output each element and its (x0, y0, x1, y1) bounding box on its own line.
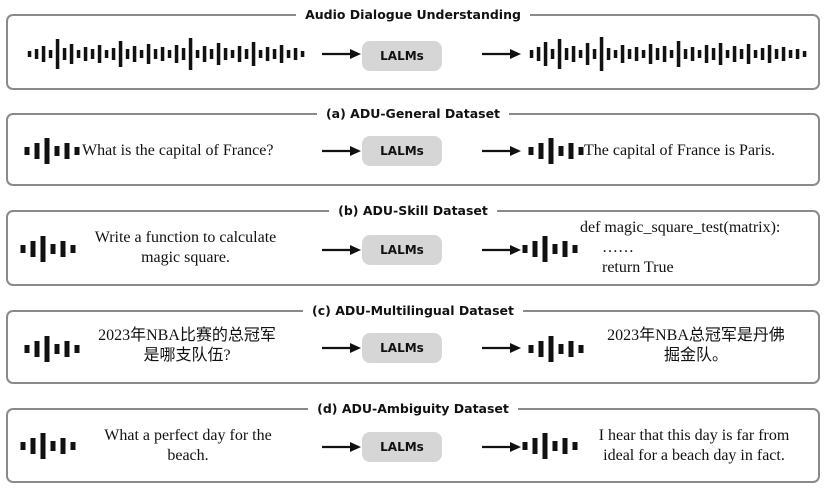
waveform-icon (20, 236, 76, 262)
output-line: ideal for a beach day in fact. (603, 447, 785, 464)
waveform-icon (24, 138, 80, 164)
output-code: def magic_square_test(matrix): …… return… (580, 218, 780, 278)
waveform-icon (27, 38, 305, 70)
arrow-right-icon (322, 442, 361, 452)
input-text: 2023年NBA比赛的总冠军 是哪支队伍? (82, 326, 292, 366)
waveform-icon (529, 37, 807, 71)
waveform-icon (24, 336, 80, 362)
input-line: magic square. (141, 249, 230, 266)
input-text: What a perfect day for the beach. (78, 426, 298, 466)
panel-adu-ambiguity: (d) ADU-Ambiguity Dataset What a perfect… (6, 401, 820, 483)
arrow-right-icon (482, 49, 521, 59)
lalms-model-box: LALMs (362, 432, 442, 462)
output-line: 掘金队。 (663, 347, 728, 364)
input-text: What is the capital of France? (82, 142, 274, 159)
panel-adu-general: (a) ADU-General Dataset What is the capi… (6, 106, 820, 186)
panel-title: (c) ADU-Multilingual Dataset (303, 303, 523, 318)
panel-audio-dialogue-understanding: Audio Dialogue Understanding LALMs (6, 7, 820, 90)
waveform-icon (20, 433, 76, 459)
arrow-right-icon (322, 343, 361, 353)
waveform-icon (528, 138, 584, 164)
input-text: Write a function to calculate magic squa… (78, 228, 293, 268)
lalms-model-box: LALMs (362, 136, 442, 166)
input-line: 是哪支队伍? (143, 347, 231, 364)
panel-adu-multilingual: (c) ADU-Multilingual Dataset 2023年NBA比赛的… (6, 303, 820, 384)
output-line: 2023年NBA总冠军是丹佛 (607, 327, 785, 344)
input-line: beach. (167, 447, 209, 464)
arrow-right-icon (322, 49, 361, 59)
input-line: What a perfect day for the (104, 427, 272, 444)
arrow-right-icon (322, 245, 361, 255)
code-line: return True (602, 259, 674, 276)
lalms-model-box: LALMs (362, 333, 442, 363)
panel-title: (d) ADU-Ambiguity Dataset (308, 401, 518, 416)
output-text: 2023年NBA总冠军是丹佛 掘金队。 (586, 326, 806, 366)
lalms-model-box: LALMs (362, 235, 442, 265)
input-line: Write a function to calculate (94, 229, 277, 246)
output-line: I hear that this day is far from (598, 427, 790, 444)
arrow-right-icon (482, 343, 521, 353)
panel-title: (a) ADU-General Dataset (316, 106, 510, 121)
arrow-right-icon (482, 442, 521, 452)
input-line: 2023年NBA比赛的总冠军 (98, 327, 276, 344)
output-text: The capital of France is Paris. (584, 142, 776, 159)
panel-title: Audio Dialogue Understanding (296, 7, 530, 22)
arrow-right-icon (482, 146, 521, 156)
arrow-right-icon (322, 146, 361, 156)
lalms-model-box: LALMs (362, 41, 442, 71)
output-text: I hear that this day is far from ideal f… (576, 426, 812, 466)
waveform-icon (528, 336, 584, 362)
code-line: …… (602, 239, 634, 256)
panel-title: (b) ADU-Skill Dataset (329, 203, 497, 218)
code-line: def magic_square_test(matrix): (580, 219, 781, 236)
arrow-right-icon (482, 245, 521, 255)
waveform-icon (522, 433, 578, 459)
waveform-icon (522, 236, 578, 262)
panel-adu-skill: (b) ADU-Skill Dataset Write a function t… (6, 203, 820, 286)
